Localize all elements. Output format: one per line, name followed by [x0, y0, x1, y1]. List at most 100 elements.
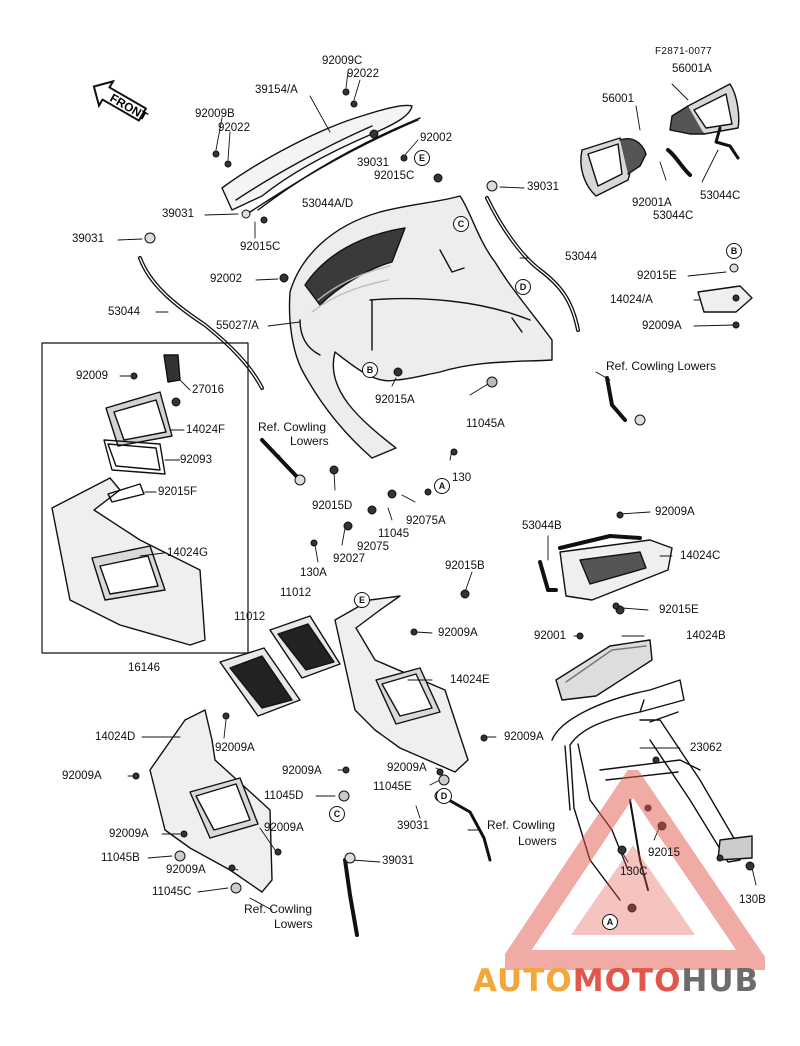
callout-39031: 39031	[162, 208, 194, 220]
callout-92015a: 92015A	[375, 394, 415, 406]
callout-11045: 11045	[378, 528, 410, 540]
callout-56001a: 56001A	[672, 63, 712, 75]
ref-cowling-lowers-note: Lowers	[518, 834, 557, 848]
callout-92015: 92015	[648, 847, 680, 859]
callout-53044: 53044	[565, 251, 597, 263]
callout-92009: 92009	[76, 370, 108, 382]
callout-53044ad: 53044A/D	[302, 198, 354, 210]
lower-left-inner-panel-part	[149, 709, 273, 893]
callout-92009b: 92009B	[195, 108, 235, 120]
callout-53044b: 53044B	[522, 520, 562, 532]
callout-16146: 16146	[128, 662, 160, 674]
ref-cowling-lowers-note: Ref. Cowling	[258, 420, 327, 434]
callout-53044: 53044	[108, 306, 140, 318]
upper-cowl-part	[288, 195, 553, 459]
callout-92002: 92002	[210, 273, 242, 285]
windshield-part	[221, 104, 421, 213]
callout-92001a: 92001A	[632, 197, 672, 209]
callout-53044c: 53044C	[653, 210, 694, 222]
callout-92022: 92022	[347, 68, 379, 80]
callout-92015e: 92015E	[637, 270, 677, 282]
marker-e: E	[354, 592, 370, 608]
callout-92009a: 92009A	[642, 320, 682, 332]
marker-b: B	[362, 362, 378, 378]
callout-53044c: 53044C	[700, 190, 741, 202]
left-kit-box	[41, 342, 249, 654]
callout-39031: 39031	[357, 157, 389, 169]
ref-cowling-lowers-note: Lowers	[274, 917, 313, 931]
callout-92075: 92075	[357, 541, 389, 553]
callout-92009a: 92009A	[438, 627, 478, 639]
callout-92009a: 92009A	[264, 822, 304, 834]
callout-92009a: 92009A	[387, 762, 427, 774]
callout-92093: 92093	[180, 454, 212, 466]
watermark-part-1: AUTO	[473, 963, 573, 999]
callout-92009a: 92009A	[282, 765, 322, 777]
callout-11012: 11012	[280, 587, 312, 599]
callout-92009a: 92009A	[62, 770, 102, 782]
callout-11045d: 11045D	[264, 790, 304, 802]
callout-130: 130	[452, 472, 472, 484]
ref-cowling-lowers-note: Ref. Cowling Lowers	[606, 359, 717, 373]
callout-11045b: 11045B	[101, 852, 140, 864]
callout-92022: 92022	[218, 122, 250, 134]
callout-39031: 39031	[397, 820, 429, 832]
marker-e: E	[414, 150, 430, 166]
callout-92015d: 92015D	[312, 500, 353, 512]
callout-92015c: 92015C	[374, 170, 415, 182]
callout-130c: 130C	[620, 866, 648, 878]
callout-27016: 27016	[192, 384, 224, 396]
ref-cowling-lowers-note: Lowers	[290, 434, 329, 448]
callout-39031: 39031	[382, 855, 414, 867]
mirror-right-part	[669, 83, 740, 135]
callout-130a: 130A	[300, 567, 327, 579]
callout-92009c: 92009C	[322, 55, 363, 67]
marker-d: D	[436, 788, 452, 804]
callout-92009a: 92009A	[109, 828, 149, 840]
callout-92015e: 92015E	[659, 604, 699, 616]
callout-14024a: 14024/A	[610, 294, 653, 306]
marker-a: A	[602, 914, 618, 930]
callout-92027: 92027	[333, 553, 365, 565]
callout-14024f: 14024F	[186, 424, 226, 436]
callout-92015b: 92015B	[445, 560, 485, 572]
callout-14024d: 14024D	[95, 731, 136, 743]
callout-92075a: 92075A	[406, 515, 446, 527]
callout-39031: 39031	[72, 233, 104, 245]
marker-c: C	[453, 216, 469, 232]
callout-92009a: 92009A	[215, 742, 255, 754]
callout-92001: 92001	[534, 630, 566, 642]
marker-a: A	[434, 478, 450, 494]
figure-code: F2871-0077	[655, 46, 712, 57]
ref-cowling-lowers-note: Ref. Cowling	[487, 818, 556, 832]
mirror-left-part	[580, 137, 647, 197]
callout-11045c: 11045C	[152, 886, 192, 898]
ref-cowling-lowers-note: Ref. Cowling	[244, 902, 313, 916]
callout-14024c: 14024C	[680, 550, 721, 562]
watermark-part-3: HUB	[681, 963, 760, 999]
callout-92009a: 92009A	[655, 506, 695, 518]
marker-d: D	[515, 279, 531, 295]
callout-92009a: 92009A	[504, 731, 544, 743]
callout-11045a: 11045A	[466, 418, 505, 430]
callout-11012: 11012	[234, 611, 266, 623]
callout-14024e: 14024E	[450, 674, 490, 686]
callout-55027a: 55027/A	[216, 320, 259, 332]
callout-39031: 39031	[527, 181, 559, 193]
callout-56001: 56001	[602, 93, 634, 105]
callout-11045e: 11045E	[373, 781, 412, 793]
callout-14024b: 14024B	[686, 630, 726, 642]
callout-92015c: 92015C	[240, 241, 281, 253]
callout-92002: 92002	[420, 132, 452, 144]
callout-14024g: 14024G	[167, 547, 208, 559]
watermark-text: AUTOMOTOHUB	[473, 963, 759, 999]
center-inner-panel-part	[334, 595, 469, 773]
watermark-part-2: MOTO	[572, 963, 682, 999]
callout-92015f: 92015F	[158, 486, 198, 498]
callout-23062: 23062	[690, 742, 722, 754]
callout-92009a: 92009A	[166, 864, 206, 876]
left-inner-panel-part	[51, 477, 206, 646]
marker-c: C	[329, 806, 345, 822]
callout-39154a: 39154/A	[255, 84, 298, 96]
